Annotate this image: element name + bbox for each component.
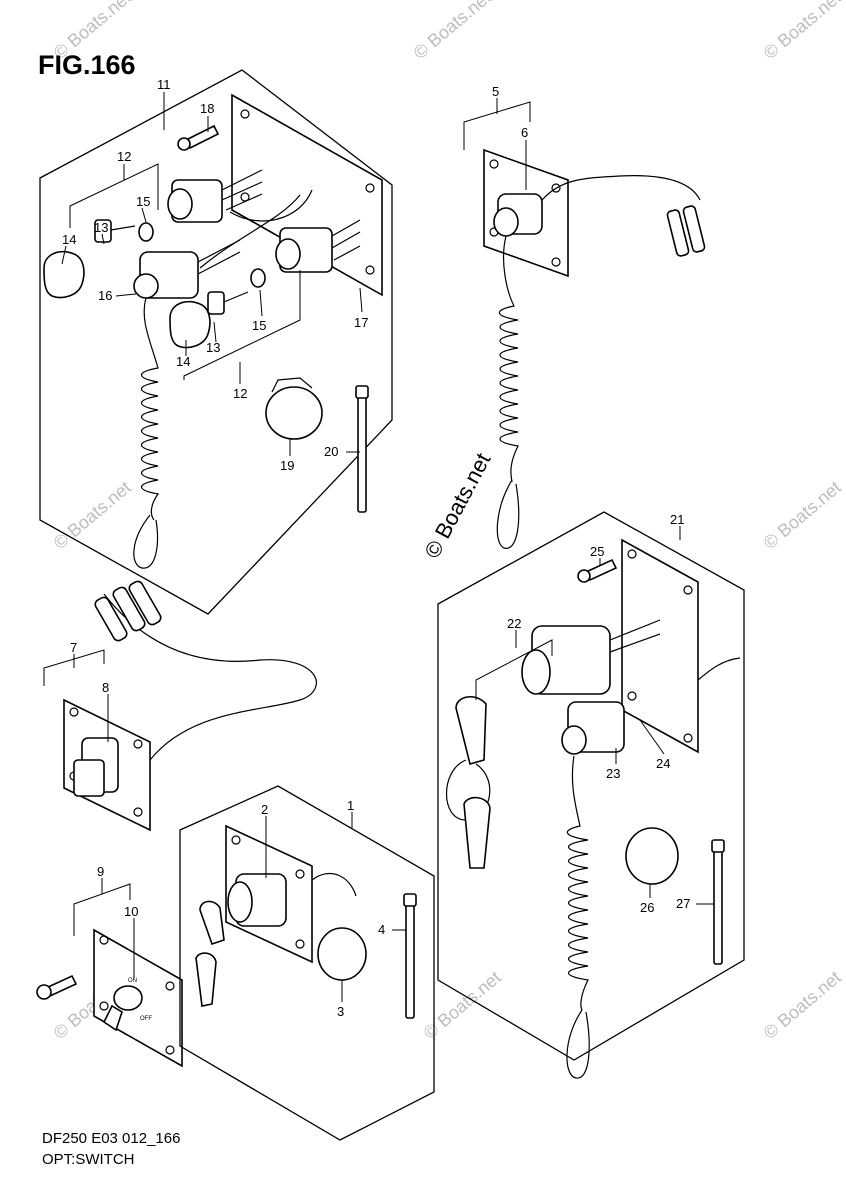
watermark: © Boats.net bbox=[420, 967, 505, 1043]
connector bbox=[682, 205, 706, 253]
panel-24 bbox=[621, 538, 699, 754]
connector bbox=[94, 596, 128, 642]
connector bbox=[666, 209, 690, 257]
callout-26: 26 bbox=[640, 900, 654, 915]
lock-15-upper bbox=[138, 222, 154, 242]
watermark: © Boats.net bbox=[760, 967, 845, 1043]
kit-11-outline bbox=[39, 69, 393, 615]
footer-name: OPT:SWITCH bbox=[42, 1151, 135, 1168]
callout-1: 1 bbox=[347, 798, 354, 813]
key bbox=[455, 696, 487, 765]
callout-18: 18 bbox=[200, 101, 214, 116]
callout-25: 25 bbox=[590, 544, 604, 559]
callout-12: 12 bbox=[117, 149, 131, 164]
toggle-switch-10 bbox=[113, 985, 143, 1011]
key bbox=[463, 796, 491, 869]
callout-27: 27 bbox=[676, 896, 690, 911]
lock-15-lower bbox=[250, 268, 266, 288]
callout-15: 15 bbox=[136, 194, 150, 209]
lanyard-coil-left bbox=[140, 297, 160, 521]
cap-19 bbox=[265, 386, 323, 440]
connector bbox=[112, 586, 146, 632]
callout-23: 23 bbox=[606, 766, 620, 781]
cap-14-upper bbox=[43, 250, 85, 299]
kit-21-outline bbox=[437, 511, 745, 1061]
callout-17: 17 bbox=[354, 315, 368, 330]
callout-9: 9 bbox=[97, 864, 104, 879]
kit-7-tilt-switch bbox=[43, 580, 317, 832]
switch-off-text: OFF bbox=[140, 1016, 152, 1022]
cable-tie-4 bbox=[405, 899, 415, 1019]
kit-1-outline bbox=[179, 785, 435, 1141]
callout-14: 14 bbox=[62, 232, 76, 247]
cap-3 bbox=[317, 927, 367, 981]
watermark-center: © Boats.net bbox=[419, 449, 495, 563]
callout-3: 3 bbox=[337, 1004, 344, 1019]
watermarks: © Boats.net © Boats.net © Boats.net © Bo… bbox=[50, 0, 845, 1043]
watermark: © Boats.net bbox=[410, 0, 495, 63]
cap-26 bbox=[625, 827, 679, 885]
callout-24: 24 bbox=[656, 756, 670, 771]
callout-21: 21 bbox=[670, 512, 684, 527]
kit-5-emergency-stop-switch bbox=[463, 101, 706, 549]
callout-2: 2 bbox=[261, 802, 268, 817]
callout-13: 13 bbox=[206, 340, 220, 355]
callout-7: 7 bbox=[70, 640, 77, 655]
key-13-upper bbox=[94, 219, 112, 243]
callout-8: 8 bbox=[102, 680, 109, 695]
connector bbox=[128, 580, 162, 626]
key-13-lower bbox=[207, 291, 225, 315]
kit-11-dual-station-switch bbox=[39, 69, 393, 615]
key bbox=[199, 900, 225, 946]
leader-lines bbox=[61, 92, 714, 1002]
callout-4: 4 bbox=[378, 922, 385, 937]
callout-6: 6 bbox=[521, 125, 528, 140]
callout-19: 19 bbox=[280, 458, 294, 473]
callouts: 11 18 12 15 13 14 16 17 15 13 14 12 19 2… bbox=[62, 77, 690, 1019]
kit-9-toggle-switch: ON OFF bbox=[36, 883, 183, 1068]
callout-5: 5 bbox=[492, 84, 499, 99]
callout-14: 14 bbox=[176, 354, 190, 369]
callout-10: 10 bbox=[124, 904, 138, 919]
figure-title: FIG.166 bbox=[38, 50, 136, 80]
cap-14-lower bbox=[169, 300, 211, 349]
kit-1-key-switch bbox=[179, 785, 435, 1141]
watermark: © Boats.net bbox=[760, 0, 845, 63]
callout-11: 11 bbox=[157, 77, 171, 92]
switch-on-text: ON bbox=[128, 978, 137, 984]
callout-20: 20 bbox=[324, 444, 338, 459]
callout-22: 22 bbox=[507, 616, 521, 631]
key bbox=[195, 952, 217, 1007]
panel-17 bbox=[231, 93, 383, 297]
lanyard-coil-right bbox=[498, 235, 519, 483]
footer-code: DF250 E03 012_166 bbox=[42, 1130, 181, 1147]
callout-15: 15 bbox=[252, 318, 266, 333]
screw-18 bbox=[184, 124, 220, 150]
watermark: © Boats.net bbox=[50, 477, 135, 553]
callout-12: 12 bbox=[233, 386, 247, 401]
watermark: © Boats.net bbox=[760, 477, 845, 553]
lanyard-coil-kit-21 bbox=[566, 755, 589, 1011]
callout-16: 16 bbox=[98, 288, 112, 303]
callout-13: 13 bbox=[94, 220, 108, 235]
cable-tie-27 bbox=[713, 845, 723, 965]
